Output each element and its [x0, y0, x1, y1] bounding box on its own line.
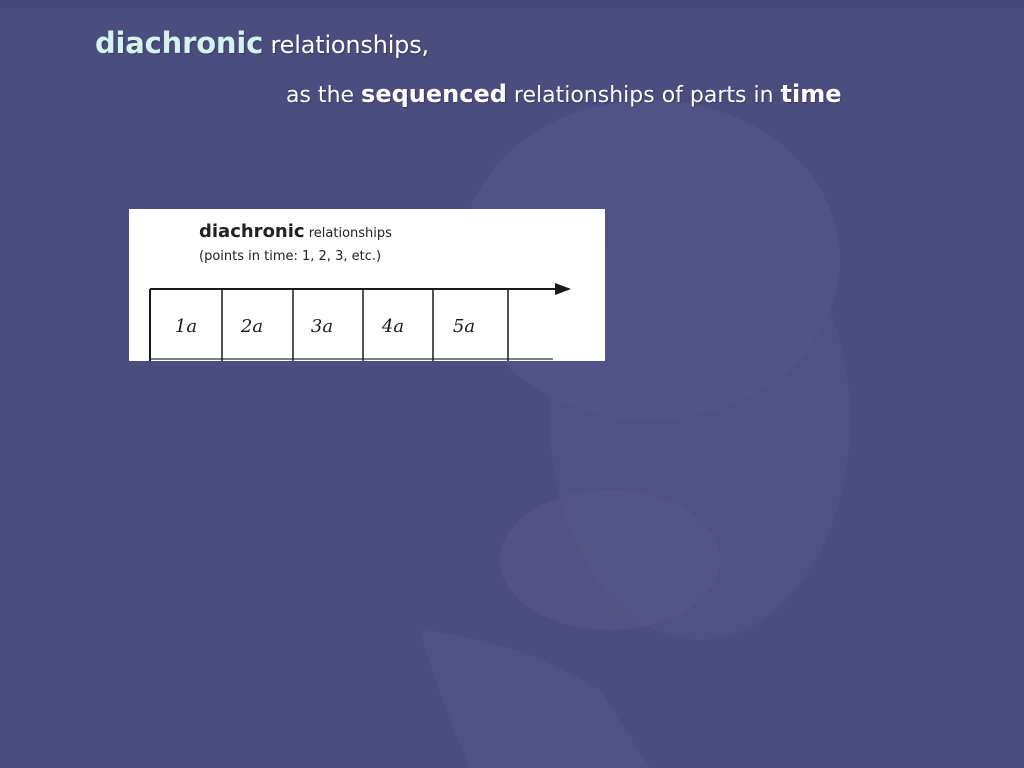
timeline-graphic — [149, 283, 571, 361]
time-cell-label: 5a — [452, 316, 476, 337]
time-cell-label: 1a — [174, 316, 198, 337]
title-rest: relationships, — [270, 31, 430, 59]
slide-title: diachronic relationships, — [95, 26, 429, 60]
title-keyword: diachronic — [95, 26, 264, 60]
time-cell-label: 2a — [240, 316, 264, 337]
diagram-note: (points in time: 1, 2, 3, etc.) — [199, 249, 382, 264]
diagram-heading-rest: relationships — [308, 226, 392, 241]
slide-subtitle: as the sequenced relationships of parts … — [286, 80, 842, 108]
subtitle-mid: relationships of parts in — [513, 83, 774, 108]
subtitle-keyword-sequenced: sequenced — [361, 80, 507, 108]
diachronic-diagram: diachronic relationships (points in time… — [129, 209, 605, 361]
subtitle-pre: as the — [286, 83, 355, 108]
timeline-arrow-head — [555, 283, 571, 295]
time-cell-label: 3a — [310, 316, 334, 337]
diagram-heading-keyword: diachronic — [199, 221, 305, 242]
time-cell-label: 4a — [381, 316, 405, 337]
diagram-heading: diachronic relationships — [199, 221, 392, 242]
subtitle-keyword-time: time — [780, 80, 842, 108]
